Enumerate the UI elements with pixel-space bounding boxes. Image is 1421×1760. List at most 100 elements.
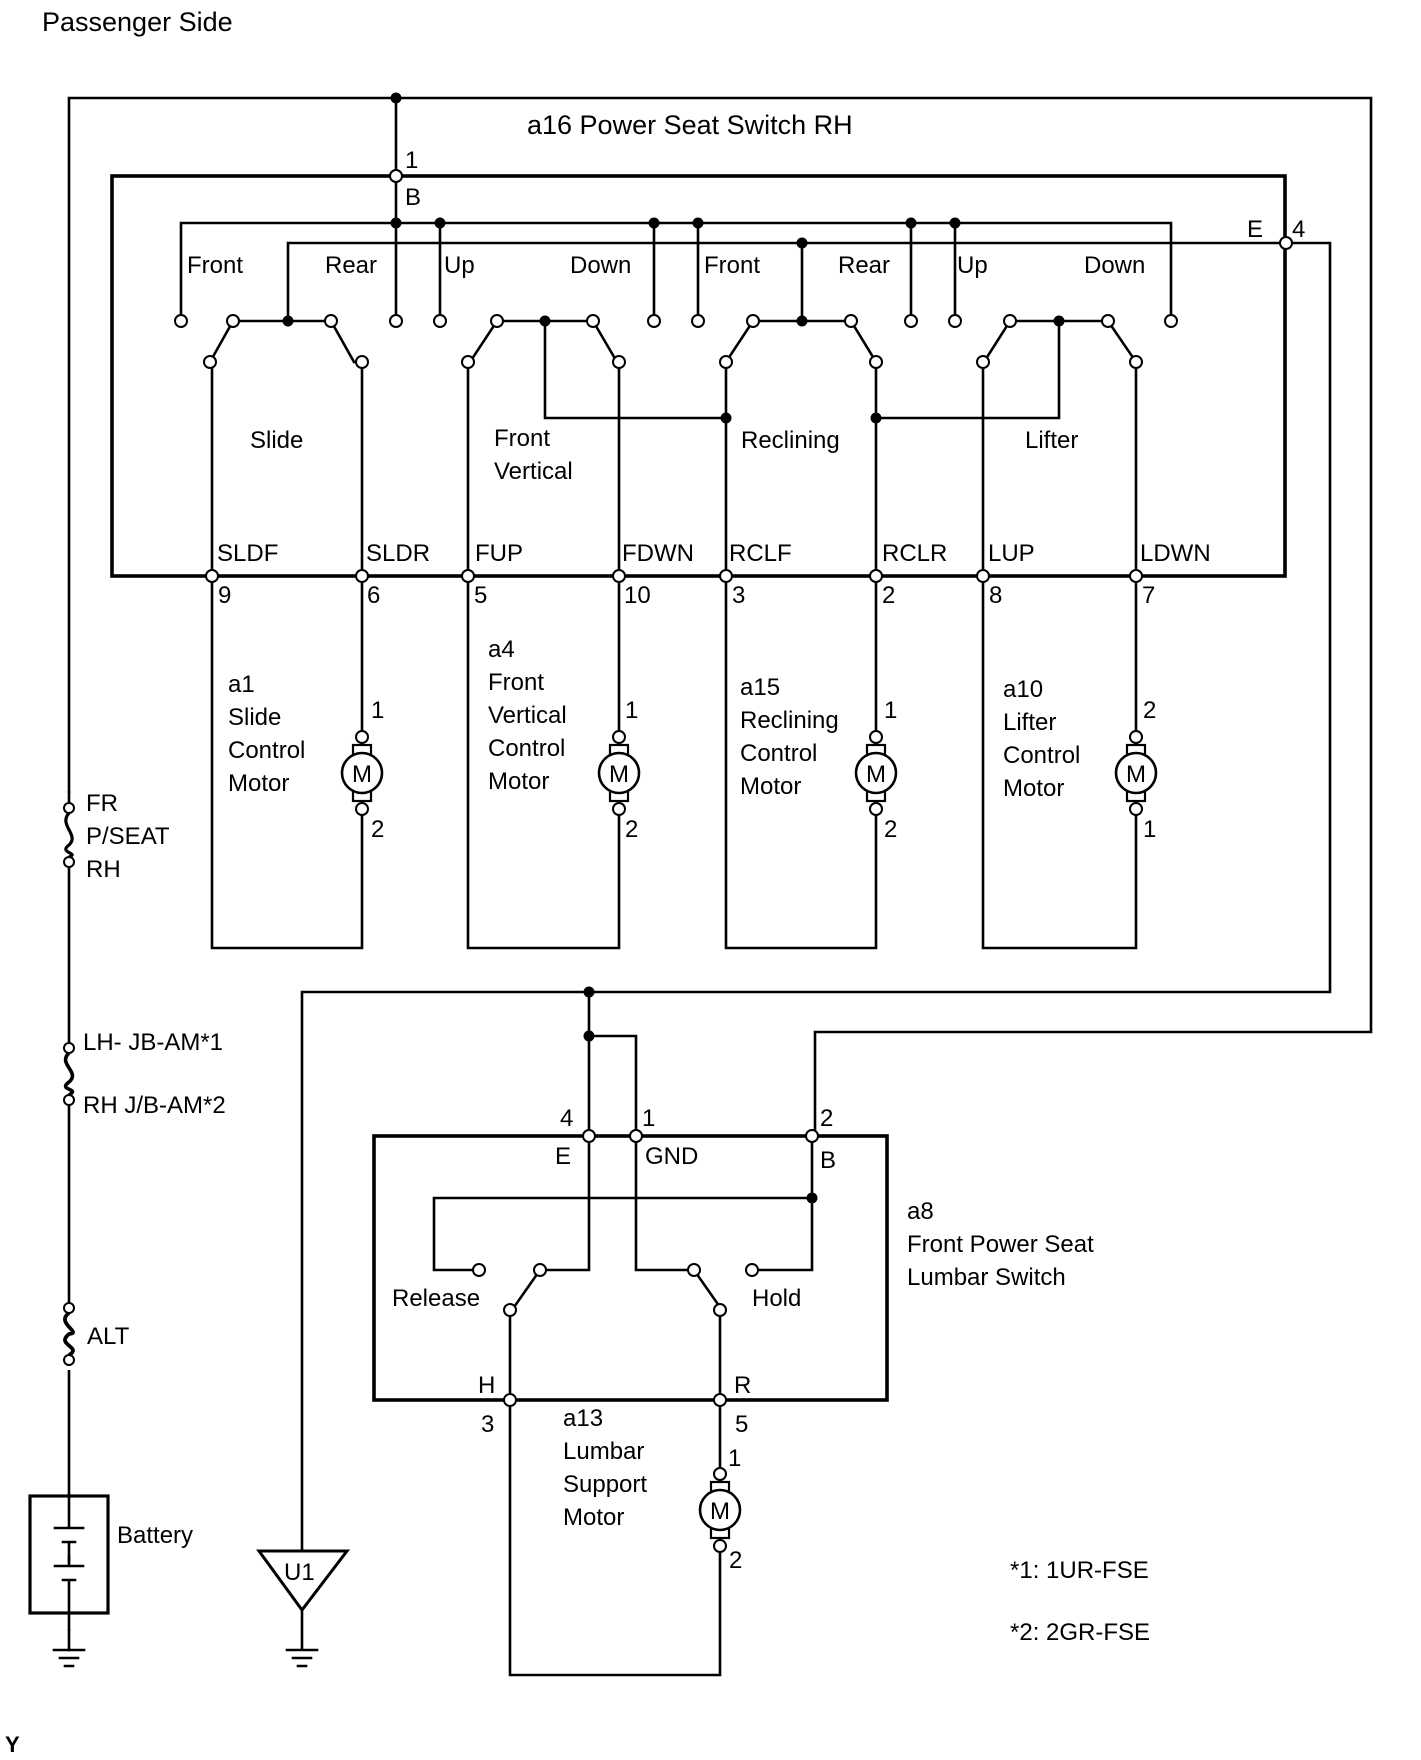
pin-name: SLDF: [217, 540, 278, 567]
contact-label: Down: [1084, 252, 1145, 279]
lumbar-motor-pin: 2: [729, 1547, 742, 1574]
motor-pin-numbers: 1 2 1 2 1 2 2 1: [371, 697, 1156, 843]
pin-e-name: E: [1247, 216, 1263, 243]
motor-pin: 1: [371, 697, 384, 724]
lumbar-pin-num: 3: [481, 1411, 494, 1438]
section-slide: Slide: [250, 427, 303, 454]
motor-m-label: M: [1126, 761, 1146, 788]
section-lifter: Lifter: [1025, 427, 1078, 454]
ground-u1-icon: [256, 1549, 351, 1668]
lumbar-switch-box: [372, 1134, 889, 1402]
page-title: Passenger Side: [42, 7, 233, 37]
motor-a1-label: a1 Slide Control Motor: [228, 671, 312, 797]
pin-e-num: 4: [1292, 216, 1305, 243]
motor-m-label: M: [352, 761, 372, 788]
pin-b-name: B: [405, 184, 421, 211]
fuse-am-icon: [57, 1042, 81, 1106]
note-2: *2: 2GR-FSE: [1010, 1619, 1150, 1646]
motor-pin: 2: [625, 816, 638, 843]
fuse-am-label-1: LH- JB-AM*1: [83, 1029, 223, 1056]
section-reclining: Reclining: [741, 427, 840, 454]
lumbar-terminals: [472, 1129, 819, 1407]
motor-pin: 1: [625, 697, 638, 724]
motor-a10-label: a10 Lifter Control Motor: [1003, 676, 1087, 802]
motor-a15-label: a15 Reclining Control Motor: [740, 674, 845, 800]
pin-num: 2: [882, 582, 895, 609]
fuse-fr-label: FR P/SEAT RH: [86, 790, 176, 883]
pin-name: FDWN: [622, 540, 694, 567]
motor-m-label: M: [866, 761, 886, 788]
battery-icon: [28, 1494, 110, 1632]
lumbar-pin-name: R: [734, 1372, 751, 1399]
switch-blades: [208, 319, 1138, 420]
pin-name: FUP: [475, 540, 523, 567]
lumbar-motor-pin: 1: [728, 1445, 741, 1472]
contact-label: Rear: [838, 252, 890, 279]
pin-name: RCLR: [882, 540, 947, 567]
lumbar-pin-num: 1: [642, 1105, 655, 1132]
pin-num: 8: [989, 582, 1002, 609]
motor-icon: M: [854, 730, 898, 816]
motor-pin: 2: [884, 816, 897, 843]
motor-icon: M: [698, 1467, 742, 1553]
contact-label: Front: [704, 252, 760, 279]
contact-release: Release: [392, 1285, 480, 1312]
fuse-alt-icon: [56, 1302, 82, 1370]
contact-label: Up: [957, 252, 988, 279]
pin-b-num: 1: [405, 147, 418, 174]
motor-icon: M: [1114, 730, 1158, 816]
lumbar-motor-label: a13 Lumbar Support Motor: [563, 1405, 654, 1531]
pin-name: LDWN: [1140, 540, 1211, 567]
lumbar-pin-num: 4: [560, 1105, 573, 1132]
lumbar-pin-num: 5: [735, 1411, 748, 1438]
lumbar-pin-name: E: [555, 1143, 571, 1170]
pin-num: 7: [1142, 582, 1155, 609]
power-seat-switch-box: [110, 174, 1287, 578]
motor-labels: a1 Slide Control Motor a4 Front Vertical…: [228, 636, 1087, 802]
pin-name: LUP: [988, 540, 1035, 567]
lumbar-pin-num: 2: [820, 1105, 833, 1132]
motor-pin: 1: [1143, 816, 1156, 843]
pin-num: 5: [474, 582, 487, 609]
motor-pin: 1: [884, 697, 897, 724]
contact-label: Up: [444, 252, 475, 279]
pin-num: 9: [218, 582, 231, 609]
pin-name: RCLF: [729, 540, 792, 567]
motor-circuits: [210, 360, 1138, 950]
fuse-fr-icon: [58, 802, 80, 868]
motor-m-label: M: [710, 1498, 730, 1525]
fuse-alt-label: ALT: [87, 1323, 130, 1350]
pin-num: 6: [367, 582, 380, 609]
contact-label: Rear: [325, 252, 377, 279]
pin-num: 10: [624, 582, 651, 609]
fuse-am-label-2: RH J/B-AM*2: [83, 1092, 226, 1119]
contact-hold: Hold: [752, 1285, 801, 1312]
lumbar-switch-label: a8 Front Power Seat Lumbar Switch: [907, 1198, 1100, 1291]
pin-num: 3: [732, 582, 745, 609]
lumbar-pin-name: B: [820, 1147, 836, 1174]
contact-label: Down: [570, 252, 631, 279]
ground-icon: [52, 1648, 86, 1668]
supply-wiring: [67, 96, 1373, 1562]
switch-pin-labels: SLDF SLDR FUP FDWN RCLF RCLR LUP LDWN 9 …: [217, 540, 1211, 609]
pin-name: SLDR: [366, 540, 430, 567]
motor-pin: 2: [1143, 697, 1156, 724]
motor-m-label: M: [609, 761, 629, 788]
lumbar-pin-name: GND: [645, 1143, 698, 1170]
motor-symbols: M M M M: [340, 730, 1158, 816]
corner-mark: Y: [5, 1732, 20, 1757]
motor-pin: 2: [371, 816, 384, 843]
battery-label: Battery: [117, 1522, 193, 1549]
note-1: *1: 1UR-FSE: [1010, 1557, 1149, 1584]
switch-terminals: [174, 314, 1178, 369]
motor-a4-label: a4 Front Vertical Control Motor: [488, 636, 573, 795]
motor-icon: M: [340, 730, 384, 816]
contact-label: Front: [187, 252, 243, 279]
lumbar-wiring: [432, 990, 814, 1677]
power-seat-switch-title: a16 Power Seat Switch RH: [527, 110, 853, 140]
connector-pins: [205, 169, 1293, 583]
ground-u1-label: U1: [284, 1559, 315, 1586]
lumbar-pin-name: H: [478, 1372, 495, 1399]
